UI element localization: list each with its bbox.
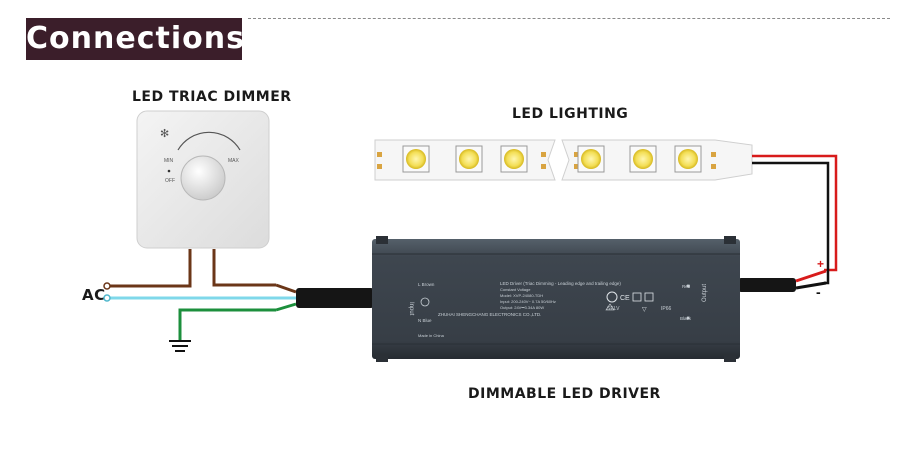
dimmer-min-label: MIN [164,158,174,164]
led-driver-label: DIMMABLE LED DRIVER [468,386,661,402]
certification-icon [606,291,618,303]
driver-red-label: Red [682,284,691,289]
driver-body [372,239,740,359]
dimmer-scale-arc [177,131,241,151]
driver-mode: Constant Voltage [500,287,531,292]
ac-input-wiring [103,249,374,352]
led-strip [374,139,838,285]
sun-icon: ✻ [160,128,169,140]
earth-terminal-icon [420,297,430,307]
led-strip-right [561,139,753,181]
driver-l-brown-label: L Brown [418,282,435,287]
positive-symbol: + [817,257,824,271]
driver-output-spec: Output: 24V⎓3.34A 80W [500,305,544,310]
led-driver: Input Output L Brown N Blue Red Black LE… [372,236,740,362]
strip-positive-wire [752,154,838,272]
driver-company: ZHUHAI SHENGCHANG ELECTRONICS CO.,LTD. [438,312,541,317]
dimmer-knob[interactable] [180,155,226,201]
led-chip [577,145,605,173]
negative-symbol: - [816,284,821,300]
ac-terminal-live [103,282,111,290]
ac-live-wire [110,249,192,288]
led-chip [629,145,657,173]
driver-made-in: Made in China [418,333,445,338]
ac-terminal-neutral [103,294,111,302]
input-cable [296,288,374,308]
dimmer-off-dot [167,169,171,173]
ground-icon [169,340,191,352]
ce-mark-icon: CE [620,295,630,302]
class-ii-icon [632,292,642,302]
driver-input-label: Input [408,302,414,316]
warning-icon [605,303,615,311]
driver-black-label: Black [680,316,692,321]
led-lighting-label: LED LIGHTING [512,106,629,122]
indoor-use-icon [644,292,654,302]
output-wiring: + - [738,257,827,300]
driver-output-label: Output [702,284,708,302]
led-chip [500,145,528,173]
dimmer-max-label: MAX [228,158,240,164]
led-chip [674,145,702,173]
earth-wire [178,308,276,340]
output-cable [738,278,796,292]
dimmer-off-label: OFF [165,178,175,184]
led-chip [402,145,430,173]
led-chip [455,145,483,173]
driver-title: LED Driver (Triac Dimming - Leading edge… [500,281,621,286]
driver-input-spec: Input: 200-240V~ 0.7A 50/60Hz [500,299,556,304]
triac-dimmer: ✻ MIN MAX OFF [136,110,270,249]
section-title: Connections [26,18,244,60]
driver-ip-rating: IP66 [661,306,672,312]
header-divider [248,18,890,19]
ta-symbol-icon: ▽ [642,307,647,313]
ac-label: AC [82,286,106,304]
dimmer-output-wire [212,249,276,287]
driver-n-blue-label: N Blue [418,318,432,323]
dimmer-label: LED TRIAC DIMMER [132,89,292,105]
driver-model: Model: XVP-24080-TDH [500,293,543,298]
